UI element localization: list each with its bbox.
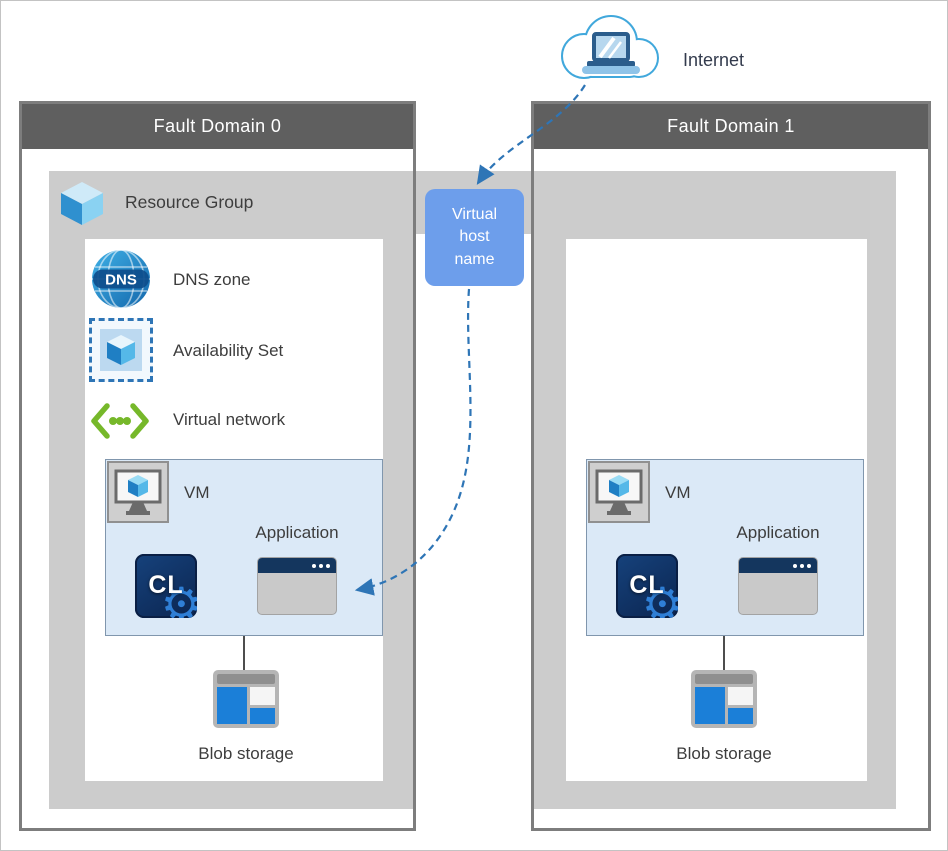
- dns-icon-text: DNS: [105, 272, 137, 289]
- fault-domain-1-title: Fault Domain 1: [667, 116, 795, 136]
- vm-icon-fd1: [588, 461, 650, 523]
- blob-storage-label-fd1: Blob storage: [676, 744, 772, 763]
- application-label-fd1: Application: [736, 523, 820, 542]
- cl-app-icon-fd0: ⚙ CL: [135, 554, 197, 618]
- application-window-icon-fd0: [257, 557, 337, 615]
- internet-label: Internet: [683, 50, 745, 70]
- dns-zone-icon: DNS: [92, 249, 150, 309]
- blob-storage-icon-fd0: [213, 670, 279, 728]
- gear-icon: ⚙: [161, 581, 197, 618]
- blob-block: [217, 687, 247, 724]
- internet-cloud-icon: [561, 15, 659, 79]
- laptop-icon: [582, 32, 640, 74]
- cl-app-icon-fd1: ⚙ CL: [616, 554, 678, 618]
- vm-to-blob-connector-fd0: [243, 636, 245, 670]
- virtual-network-icon: [91, 403, 149, 439]
- window-dot: [312, 563, 316, 568]
- window-dot: [326, 563, 330, 568]
- fault-domain-0-box: Fault Domain 0: [19, 101, 416, 831]
- resource-group-label: Resource Group: [125, 192, 254, 212]
- application-window-icon-fd1: [738, 557, 818, 615]
- window-dot: [319, 563, 323, 568]
- resource-group-header: Resource Group: [59, 171, 253, 234]
- vm-to-blob-connector-fd1: [723, 636, 725, 670]
- fault-domain-1-header: Fault Domain 1: [534, 104, 928, 149]
- blob-block: [728, 708, 753, 724]
- blob-storage-label-fd0: Blob storage: [198, 744, 294, 763]
- vm-label-fd1: VM: [665, 483, 691, 502]
- window-dot: [807, 563, 811, 568]
- blob-block: [250, 708, 275, 724]
- blob-lid: [217, 674, 275, 684]
- application-window-titlebar-fd0: [258, 558, 336, 573]
- window-dot: [793, 563, 797, 568]
- blob-block: [728, 687, 753, 705]
- vm-label-fd0: VM: [184, 483, 210, 502]
- blob-lid: [695, 674, 753, 684]
- resource-group-cube-icon: [61, 181, 103, 225]
- application-label-fd0: Application: [255, 523, 339, 542]
- fault-domain-0-header: Fault Domain 0: [22, 104, 413, 149]
- blob-block: [695, 687, 725, 724]
- fault-domain-1-box: Fault Domain 1: [531, 101, 931, 831]
- cl-icon-text-fd1: CL: [629, 570, 665, 599]
- gear-icon: ⚙: [642, 581, 678, 618]
- virtual-network-label: Virtual network: [173, 410, 286, 429]
- window-dot: [800, 563, 804, 568]
- blob-block: [250, 687, 275, 705]
- vm-icon-fd0: [107, 461, 169, 523]
- virtual-host-name-badge: Virtual host name: [425, 189, 524, 286]
- application-window-titlebar-fd1: [739, 558, 817, 573]
- dns-zone-label: DNS zone: [173, 270, 251, 289]
- availability-set-cube-icon: [107, 335, 135, 365]
- cl-icon-text-fd0: CL: [148, 570, 184, 599]
- availability-set-label: Availability Set: [173, 341, 284, 360]
- virtual-host-name-text: Virtual host name: [451, 205, 498, 268]
- availability-set-icon: [89, 318, 153, 382]
- blob-storage-icon-fd1: [691, 670, 757, 728]
- fault-domain-0-title: Fault Domain 0: [153, 116, 282, 136]
- availability-set-inner: [100, 329, 142, 371]
